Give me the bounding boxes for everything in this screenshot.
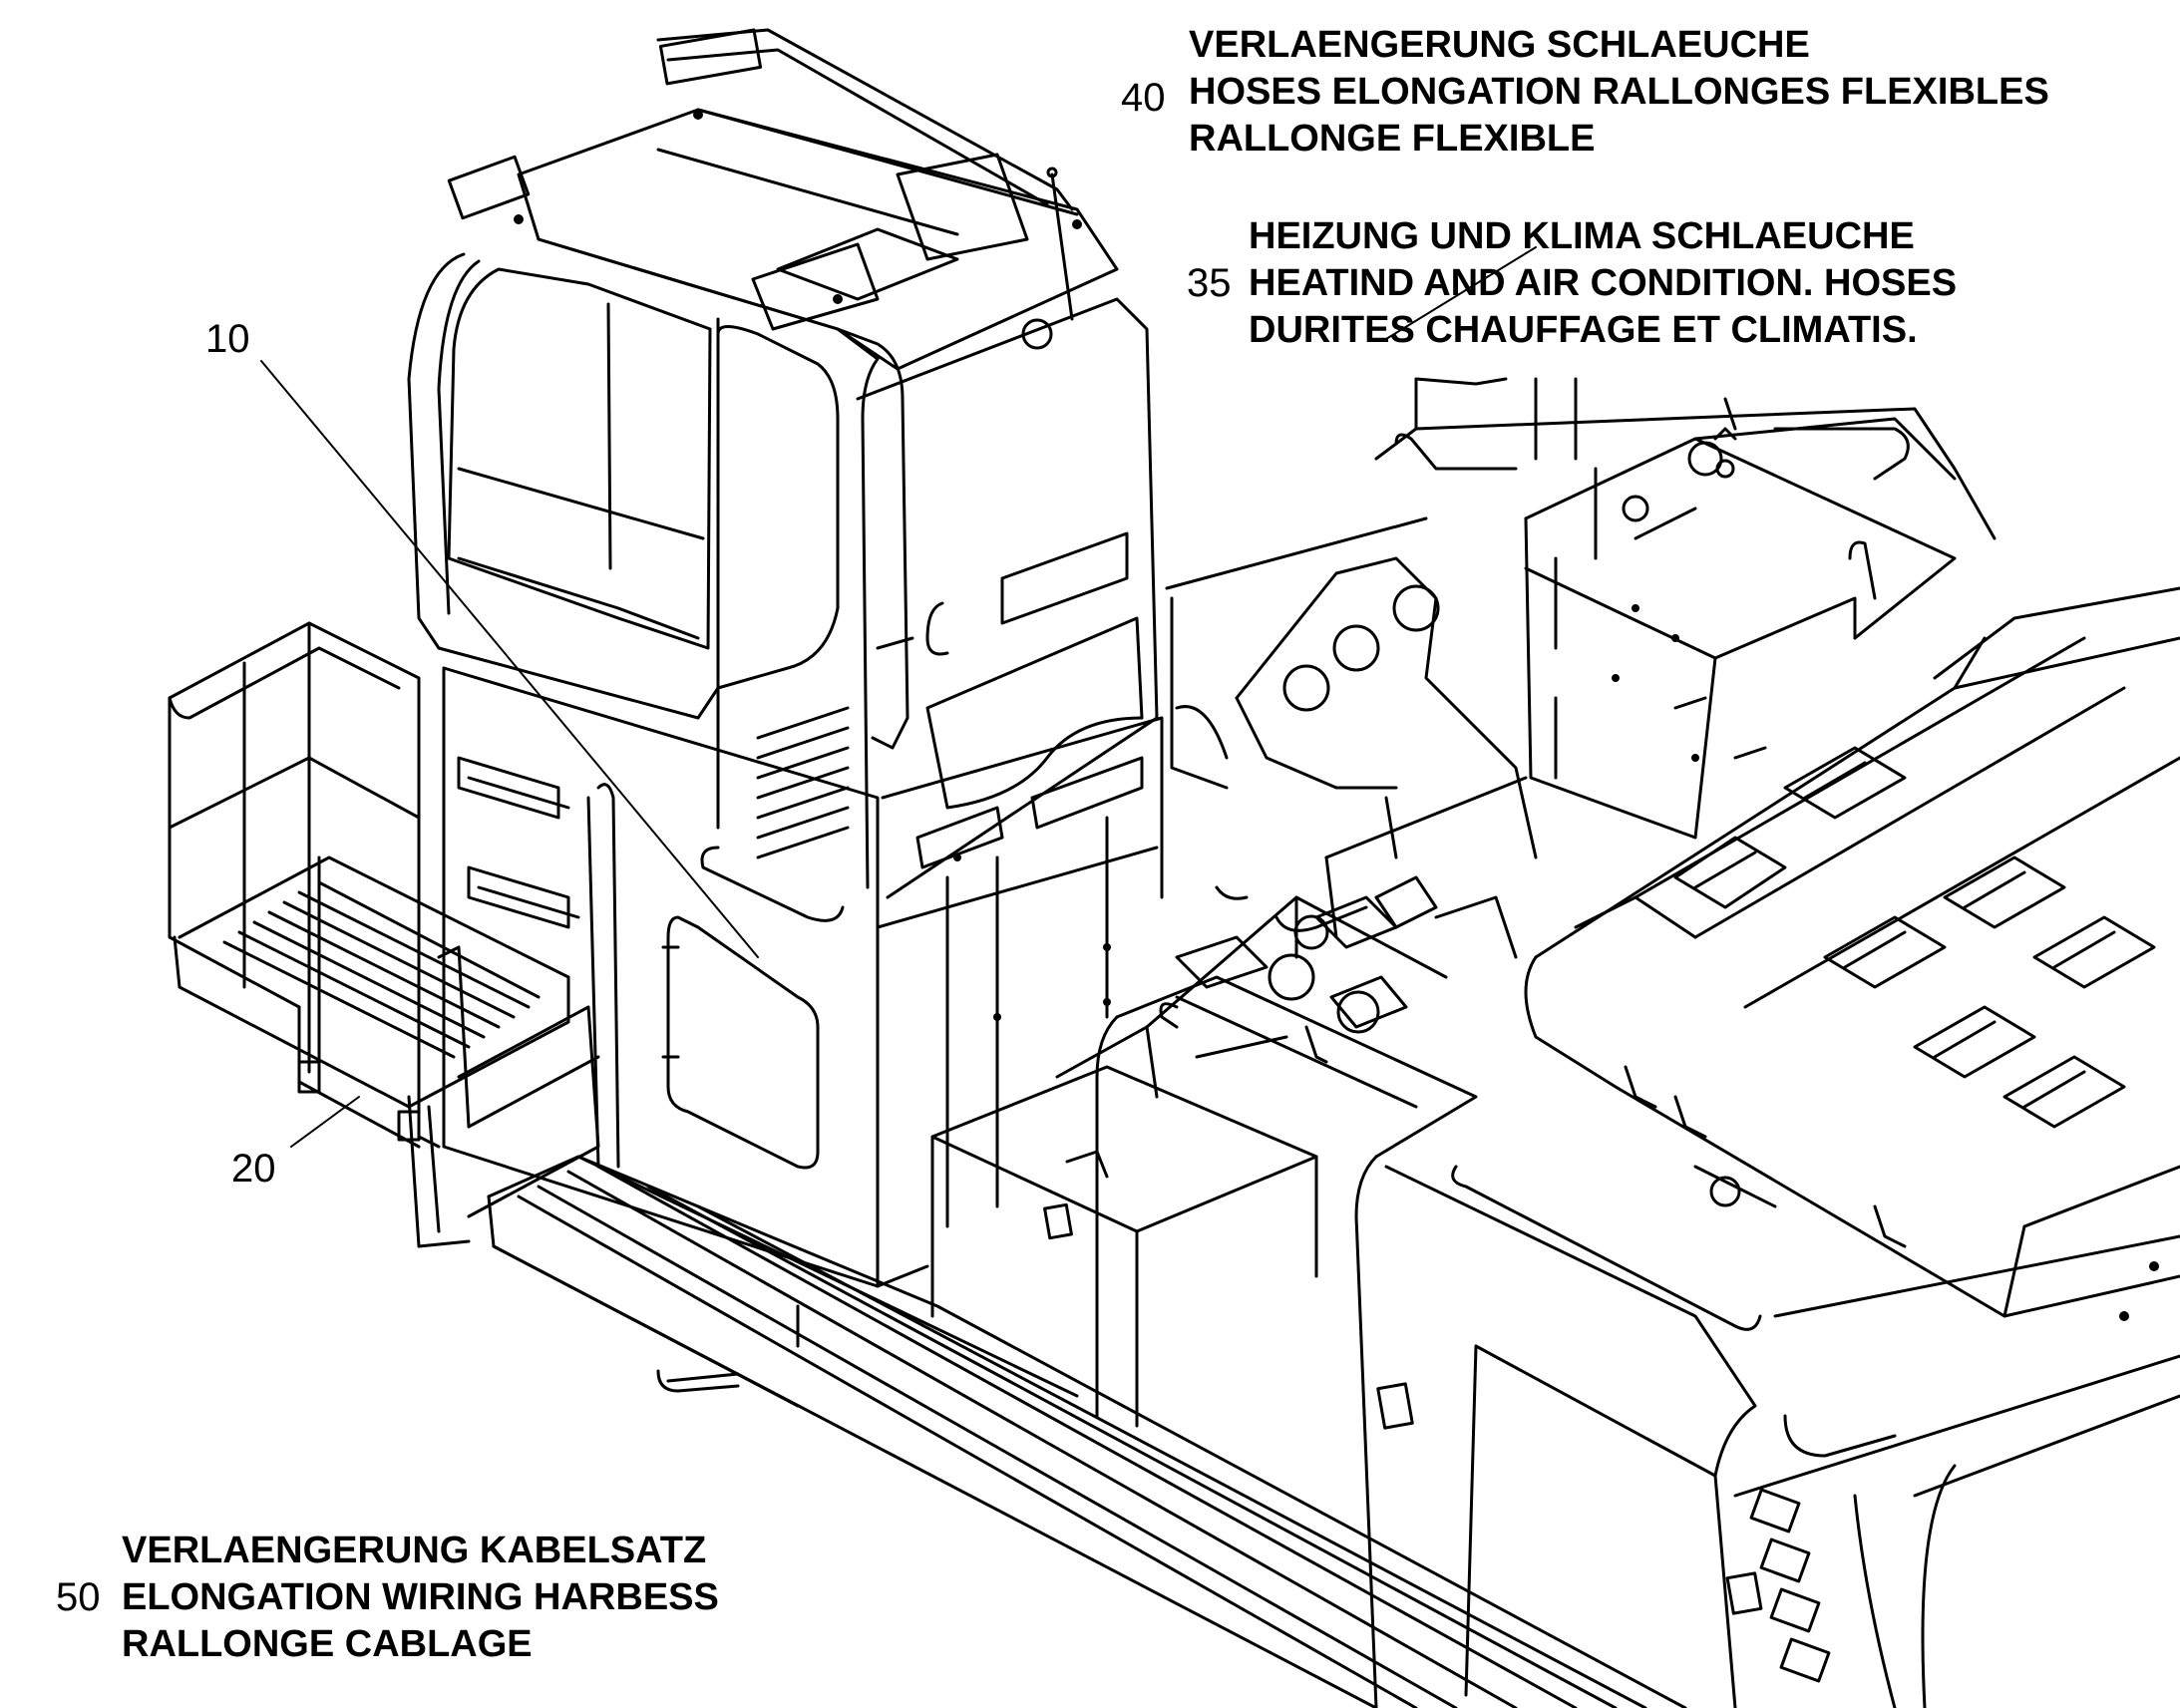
- callout-35-line-fr: DURITES CHAUFFAGE ET CLIMATIS.: [1249, 309, 1918, 351]
- callout-35-number: 35: [1187, 261, 1232, 305]
- callout-50-line-en: ELONGATION WIRING HARBESS: [122, 1576, 719, 1618]
- callout-20-number: 20: [231, 1147, 276, 1191]
- callout-50-description: VERLAENGERUNG KABELSATZ ELONGATION WIRIN…: [122, 1528, 719, 1668]
- engine-hood: [1524, 586, 2180, 1318]
- callout-50-number: 50: [56, 1575, 101, 1619]
- callout-40-line-en: HOSES ELONGATION RALLONGES FLEXIBLES: [1189, 71, 2049, 113]
- callout-40-line-fr: RALLONGE FLEXIBLE: [1189, 118, 1596, 160]
- side-cover-panels: [1095, 975, 2180, 1708]
- callout-35-line-de: HEIZUNG UND KLIMA SCHLAEUCHE: [1249, 215, 1915, 257]
- access-platform: [168, 621, 620, 1248]
- boom-mount: [1165, 516, 1538, 939]
- leader-lines: [260, 246, 1537, 1148]
- callout-50-line-fr: RALLONGE CABLAGE: [122, 1623, 533, 1665]
- callout-50-line-de: VERLAENGERUNG KABELSATZ: [122, 1530, 707, 1571]
- callout-40-description: VERLAENGERUNG SCHLAEUCHE HOSES ELONGATIO…: [1189, 22, 2049, 163]
- fasteners: [514, 110, 2159, 1321]
- fuel-tank: [1055, 895, 1518, 1099]
- callout-35-description: HEIZUNG UND KLIMA SCHLAEUCHE HEATIND AND…: [1249, 213, 1957, 354]
- operator-cab: [407, 28, 1164, 1288]
- hydraulic-tank: [1374, 377, 1997, 840]
- callout-10-number: 10: [205, 317, 250, 361]
- callout-35-line-en: HEATIND AND AIR CONDITION. HOSES: [1249, 262, 1958, 304]
- callout-40-number: 40: [1121, 76, 1166, 120]
- grated-walkway: [487, 1155, 1687, 1708]
- callout-40-line-de: VERLAENGERUNG SCHLAEUCHE: [1189, 24, 1810, 66]
